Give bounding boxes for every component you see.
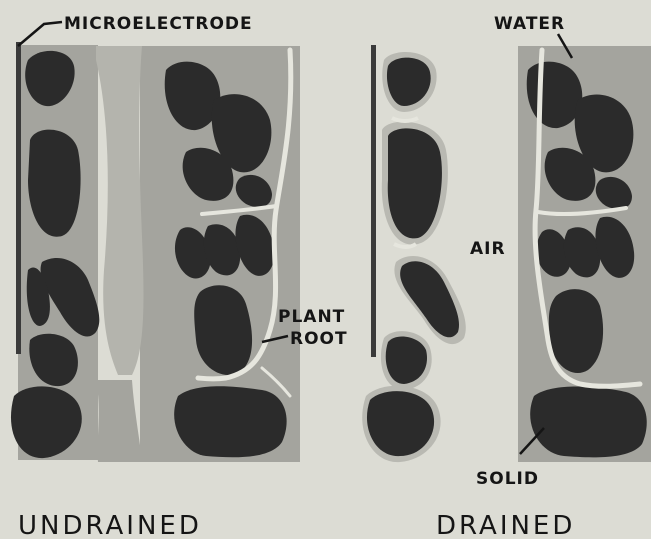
drained-right-particles: [527, 62, 647, 458]
undrained-title: UNDRAINED: [18, 511, 202, 539]
undrained-panel: [11, 42, 300, 462]
drained-microelectrode: [371, 45, 376, 357]
water-label: WATER: [494, 14, 565, 34]
air-label: AIR: [470, 239, 506, 259]
solid-particle: [174, 386, 286, 457]
undrained-microelectrode: [16, 42, 21, 354]
plant-root-label-line1: PLANT: [278, 307, 345, 327]
undrained-right-particles: [165, 62, 287, 458]
microelectrode-label: MICROELECTRODE: [64, 14, 253, 34]
drained-title: DRAINED: [436, 511, 575, 539]
solid-particle: [530, 387, 647, 458]
plant-root-label-line2: ROOT: [290, 329, 348, 349]
solid-label: SOLID: [476, 469, 539, 489]
